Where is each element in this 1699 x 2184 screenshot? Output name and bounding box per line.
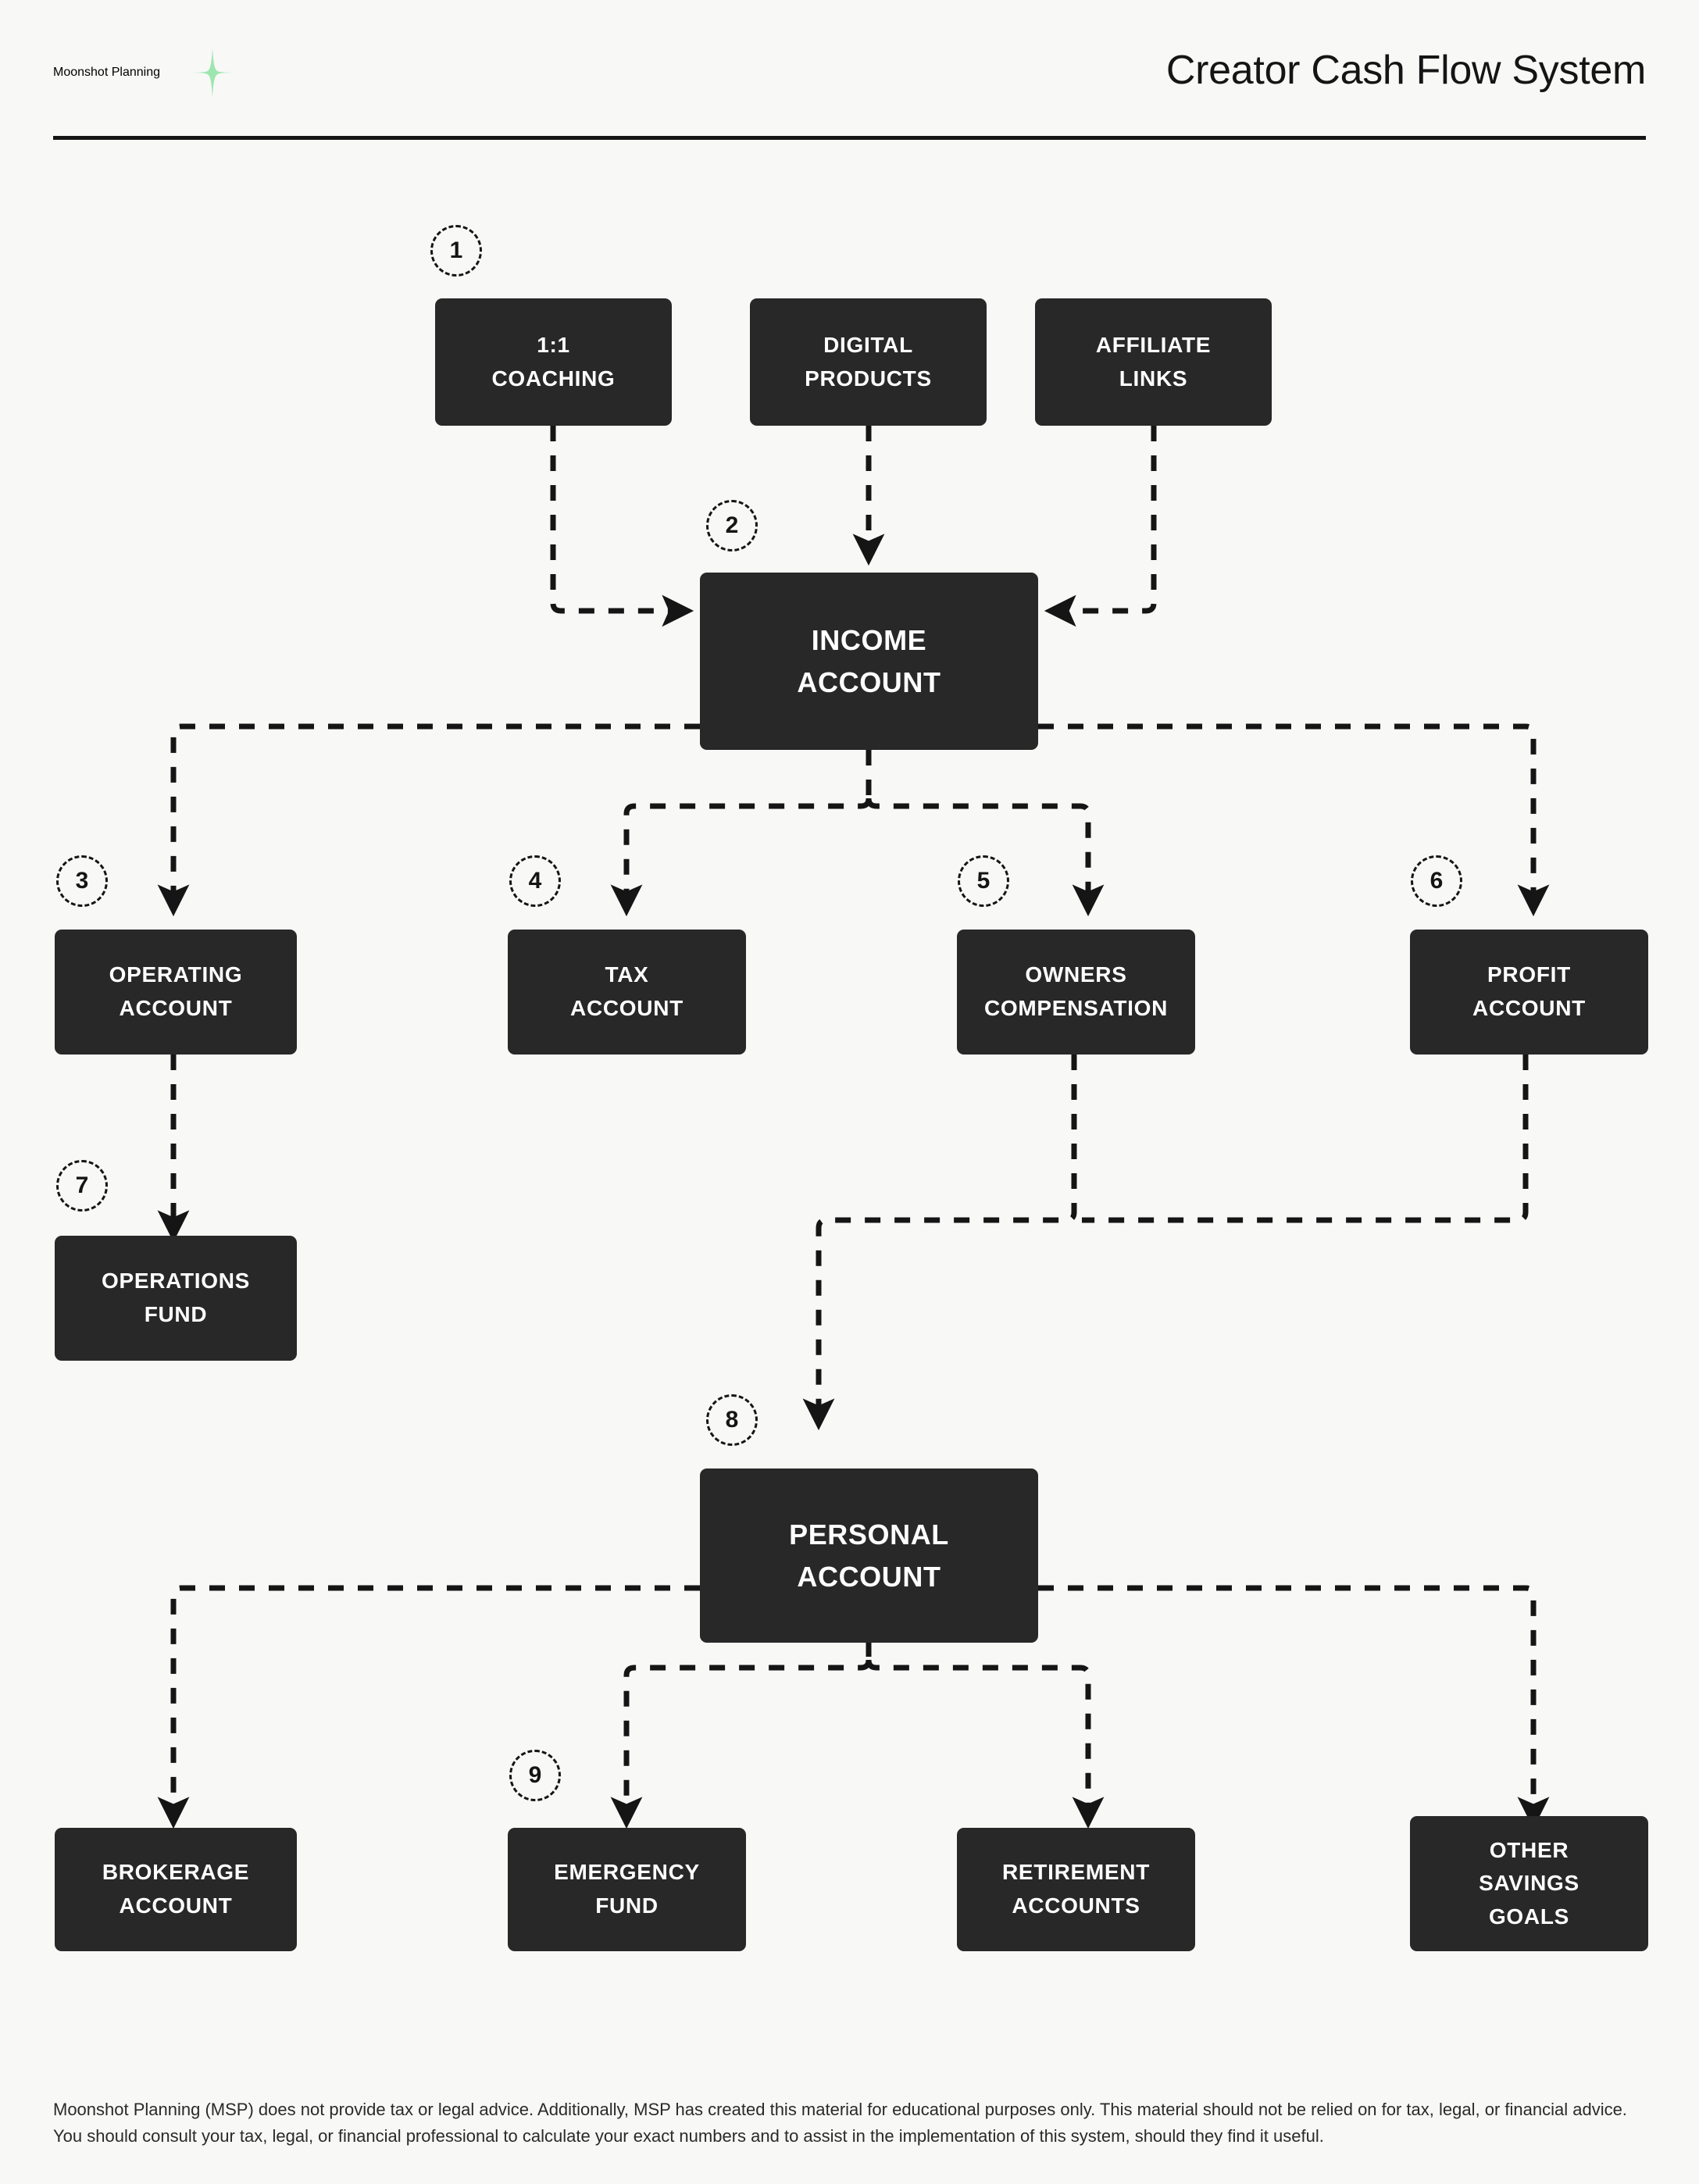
node-label: OPERATIONS FUND bbox=[101, 1269, 251, 1326]
node-label: OTHER SAVINGS GOALS bbox=[1479, 1837, 1579, 1929]
node-operating-account[interactable]: OPERATING ACCOUNT bbox=[55, 930, 297, 1055]
node-label: EMERGENCY FUND bbox=[554, 1860, 700, 1918]
node-label: RETIREMENT ACCOUNTS bbox=[1002, 1860, 1150, 1918]
step-badge-3: 3 bbox=[56, 855, 108, 907]
node-other-savings-goals[interactable]: OTHER SAVINGS GOALS bbox=[1410, 1816, 1648, 1951]
step-badge-number: 3 bbox=[75, 868, 89, 894]
node-label: PROFIT ACCOUNT bbox=[1472, 962, 1586, 1020]
node-label: BROKERAGE ACCOUNT bbox=[102, 1860, 250, 1918]
step-badge-number: 8 bbox=[725, 1407, 739, 1433]
step-badge-6: 6 bbox=[1411, 855, 1462, 907]
node-tax-account[interactable]: TAX ACCOUNT bbox=[508, 930, 746, 1055]
node-label: PERSONAL ACCOUNT bbox=[789, 1518, 949, 1593]
node-label: INCOME ACCOUNT bbox=[797, 624, 941, 698]
node-label: TAX ACCOUNT bbox=[570, 962, 684, 1020]
step-badge-2: 2 bbox=[706, 500, 758, 551]
node-owners-compensation[interactable]: OWNERS COMPENSATION bbox=[957, 930, 1195, 1055]
page-header: Moonshot Planning Creator Cash Flow Syst… bbox=[53, 47, 1646, 141]
node-brokerage-account[interactable]: BROKERAGE ACCOUNT bbox=[55, 1828, 297, 1951]
node-profit-account[interactable]: PROFIT ACCOUNT bbox=[1410, 930, 1648, 1055]
header-divider bbox=[53, 136, 1646, 140]
brand-name: Moonshot Planning bbox=[53, 66, 160, 79]
step-badge-number: 2 bbox=[725, 512, 739, 538]
page-title: Creator Cash Flow System bbox=[1165, 48, 1646, 93]
step-badge-number: 5 bbox=[976, 868, 990, 894]
node-label: OPERATING ACCOUNT bbox=[109, 962, 243, 1020]
sparkle-star-icon bbox=[187, 48, 237, 98]
step-badge-number: 4 bbox=[528, 868, 542, 894]
step-badge-7: 7 bbox=[56, 1160, 108, 1212]
node-digital-products[interactable]: DIGITAL PRODUCTS bbox=[750, 298, 987, 426]
step-badge-5: 5 bbox=[958, 855, 1009, 907]
step-badge-8: 8 bbox=[706, 1394, 758, 1446]
node-personal-account[interactable]: PERSONAL ACCOUNT bbox=[700, 1468, 1038, 1643]
node-affiliate-links[interactable]: AFFILIATE LINKS bbox=[1035, 298, 1272, 426]
node-income-account[interactable]: INCOME ACCOUNT bbox=[700, 573, 1038, 750]
node-label: OWNERS COMPENSATION bbox=[984, 962, 1168, 1020]
step-badge-number: 1 bbox=[449, 237, 463, 263]
brand-lockup: Moonshot Planning bbox=[53, 47, 238, 98]
node-label: 1:1 COACHING bbox=[491, 332, 616, 391]
step-badge-number: 7 bbox=[75, 1172, 89, 1198]
footer-disclaimer: Moonshot Planning (MSP) does not provide… bbox=[53, 2100, 1627, 2147]
step-badge-1: 1 bbox=[430, 225, 482, 277]
step-badge-number: 6 bbox=[1430, 868, 1444, 894]
node-retirement-accounts[interactable]: RETIREMENT ACCOUNTS bbox=[957, 1828, 1195, 1951]
node-operations-fund[interactable]: OPERATIONS FUND bbox=[55, 1236, 297, 1361]
node-label: DIGITAL PRODUCTS bbox=[805, 332, 932, 391]
step-badge-number: 9 bbox=[528, 1762, 542, 1788]
node-coaching[interactable]: 1:1 COACHING bbox=[435, 298, 672, 426]
step-badge-4: 4 bbox=[509, 855, 561, 907]
step-badge-9: 9 bbox=[509, 1750, 561, 1801]
node-label: AFFILIATE LINKS bbox=[1095, 332, 1212, 391]
node-emergency-fund[interactable]: EMERGENCY FUND bbox=[508, 1828, 746, 1951]
